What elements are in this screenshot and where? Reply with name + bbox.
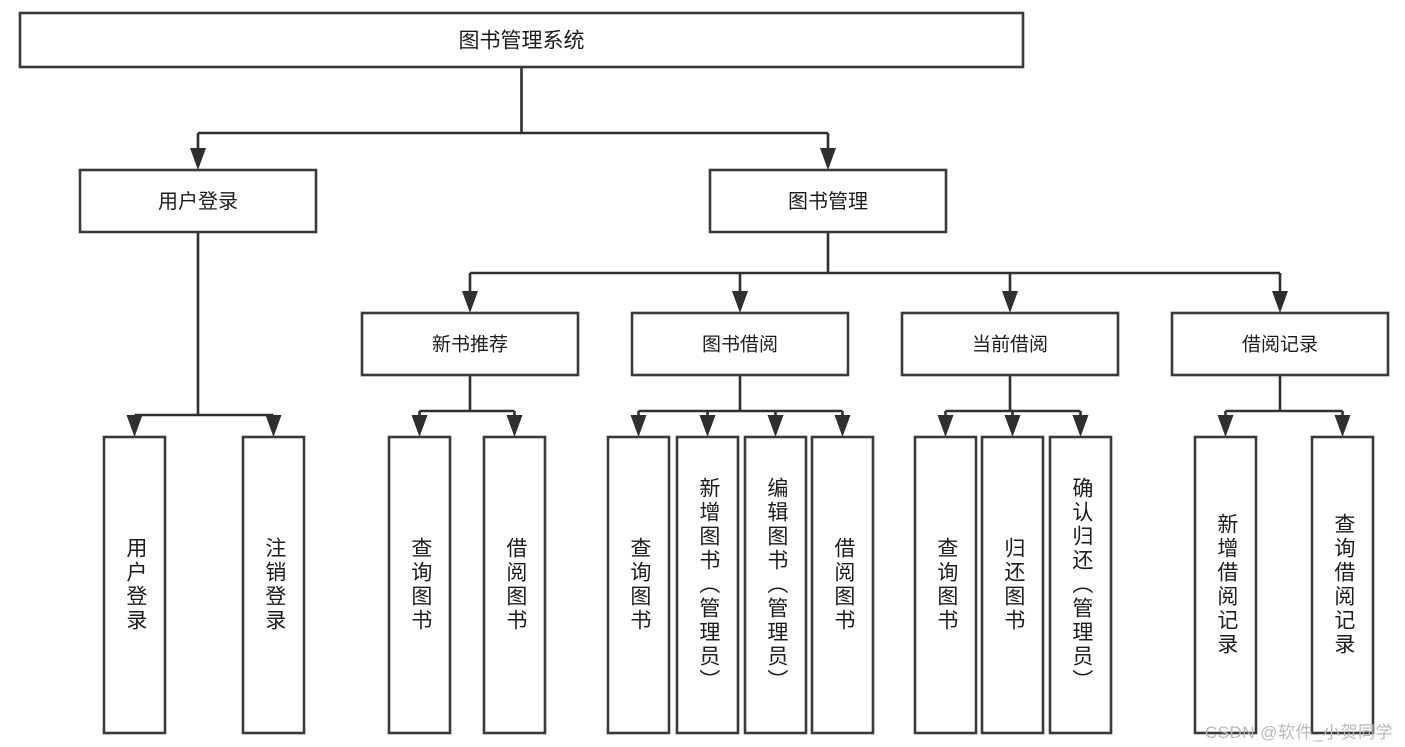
node-leaf-10-rect[interactable] [1048,435,1113,735]
connector-arrow-icon [1072,415,1089,437]
node-level3-3-rect[interactable] [1170,311,1390,377]
node-level3-3-label: 借阅记录 [1242,334,1318,356]
node-leaf-0-rect[interactable] [102,435,167,735]
node-level2-0-rect[interactable] [78,168,318,234]
node-root-rect[interactable] [18,11,1025,69]
connector-arrow-icon [937,415,954,437]
node-leaf-5-rect[interactable] [675,435,740,735]
node-leaf-5[interactable] [675,435,740,735]
node-level3-0[interactable]: 新书推荐 [360,311,580,377]
node-leaf-3-rect[interactable] [482,435,547,735]
connectors-layer [126,67,1351,437]
node-level3-0-label: 新书推荐 [432,334,508,356]
connector-arrow-icon [767,415,784,437]
node-leaf-2[interactable] [387,435,452,735]
node-leaf-6[interactable] [743,435,808,735]
node-leaf-3[interactable] [482,435,547,735]
node-leaf-12-rect[interactable] [1310,435,1375,735]
node-level3-2-label: 当前借阅 [972,334,1048,356]
node-level2-1[interactable]: 图书管理 [708,168,948,234]
connector-arrow-icon [1002,291,1018,313]
node-leaf-10[interactable] [1048,435,1113,735]
connector-arrow-icon [1217,415,1234,437]
node-level3-3[interactable]: 借阅记录 [1170,311,1390,377]
connector-arrow-icon [126,415,143,437]
node-leaf-1[interactable] [241,435,306,735]
node-level3-1-label: 图书借阅 [702,334,778,356]
node-leaf-8[interactable] [913,435,978,735]
connector-arrow-icon [630,415,647,437]
connector-arrow-icon [265,415,282,437]
node-leaf-2-rect[interactable] [387,435,452,735]
node-level2-0-label: 用户登录 [158,190,238,213]
node-root-label: 图书管理系统 [459,30,585,53]
connector-arrow-icon [1004,415,1021,437]
node-level3-1-rect[interactable] [630,311,850,377]
node-leaf-4[interactable] [606,435,671,735]
node-leaf-8-rect[interactable] [913,435,978,735]
connector-arrow-icon [462,291,478,313]
node-level2-0[interactable]: 用户登录 [78,168,318,234]
node-level3-2[interactable]: 当前借阅 [900,311,1120,377]
connector-arrow-icon [699,415,716,437]
node-leaf-0[interactable] [102,435,167,735]
node-level3-1[interactable]: 图书借阅 [630,311,850,377]
node-leaf-1-rect[interactable] [241,435,306,735]
node-leaf-11[interactable] [1193,435,1258,735]
node-level3-0-rect[interactable] [360,311,580,377]
node-level3-2-rect[interactable] [900,311,1120,377]
connector-arrow-icon [1334,415,1351,437]
connector-arrow-icon [732,291,748,313]
node-leaf-12[interactable] [1310,435,1375,735]
node-leaf-11-rect[interactable] [1193,435,1258,735]
connector-arrow-icon [820,148,836,170]
node-level2-1-rect[interactable] [708,168,948,234]
node-root[interactable]: 图书管理系统 [18,11,1025,69]
node-leaf-7[interactable] [810,435,875,735]
node-level2-1-label: 图书管理 [788,190,868,213]
node-leaf-9[interactable] [980,435,1045,735]
connector-arrow-icon [411,415,428,437]
connector-arrow-icon [834,415,851,437]
connector-arrow-icon [190,148,206,170]
connector-arrow-icon [1272,291,1288,313]
node-leaf-6-rect[interactable] [743,435,808,735]
node-leaf-9-rect[interactable] [980,435,1045,735]
node-leaf-7-rect[interactable] [810,435,875,735]
connector-arrow-icon [506,415,523,437]
node-leaf-4-rect[interactable] [606,435,671,735]
